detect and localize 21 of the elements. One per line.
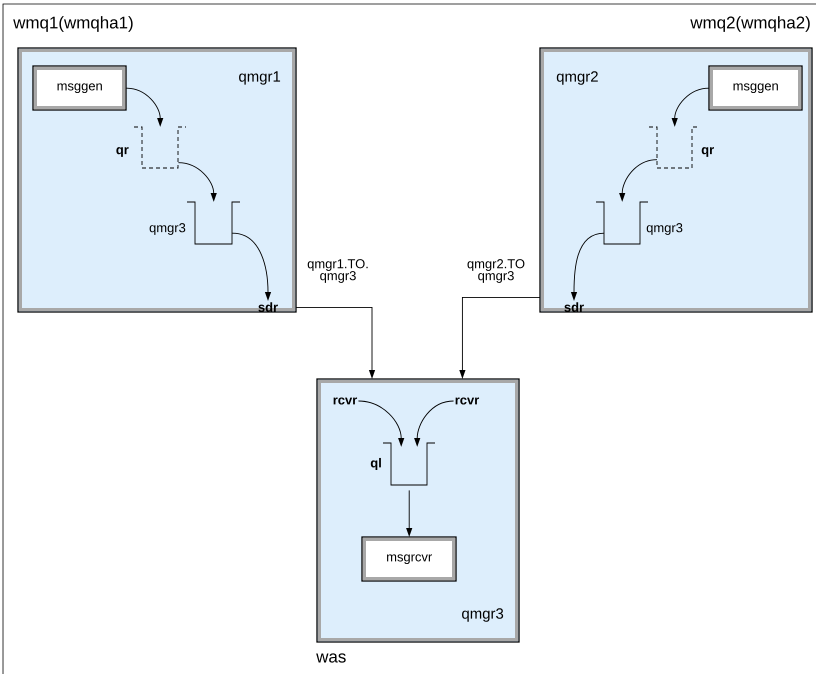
queue-symbol (134, 126, 186, 168)
channel-label: sdr (258, 302, 278, 312)
program-box: msgrcvr (361, 536, 457, 582)
edge-label: qmgr2.TO qmgr3 (463, 258, 529, 284)
program-box: msggen (708, 65, 803, 111)
queue-label: qr (702, 147, 714, 157)
channel-label: rcvr (334, 397, 358, 405)
program-box: msggen (32, 65, 127, 111)
box-heading: was (316, 653, 346, 663)
queue-symbol (596, 202, 648, 244)
channel-label: sdr (564, 302, 584, 312)
queue-label: qr (116, 147, 129, 157)
queue-label: qmgr3 (646, 223, 682, 235)
queue-symbol (382, 442, 436, 486)
edge-label: qmgr1.TO. qmgr3 (305, 258, 371, 284)
queue-label: ql (370, 458, 381, 470)
queue-symbol (186, 202, 240, 244)
box-heading: wmq2(wmqha2) (690, 16, 810, 32)
box-heading: wmq1(wmqha1) (13, 16, 133, 32)
queue-label: qmgr3 (150, 223, 186, 235)
channel-label: rcvr (456, 397, 480, 405)
